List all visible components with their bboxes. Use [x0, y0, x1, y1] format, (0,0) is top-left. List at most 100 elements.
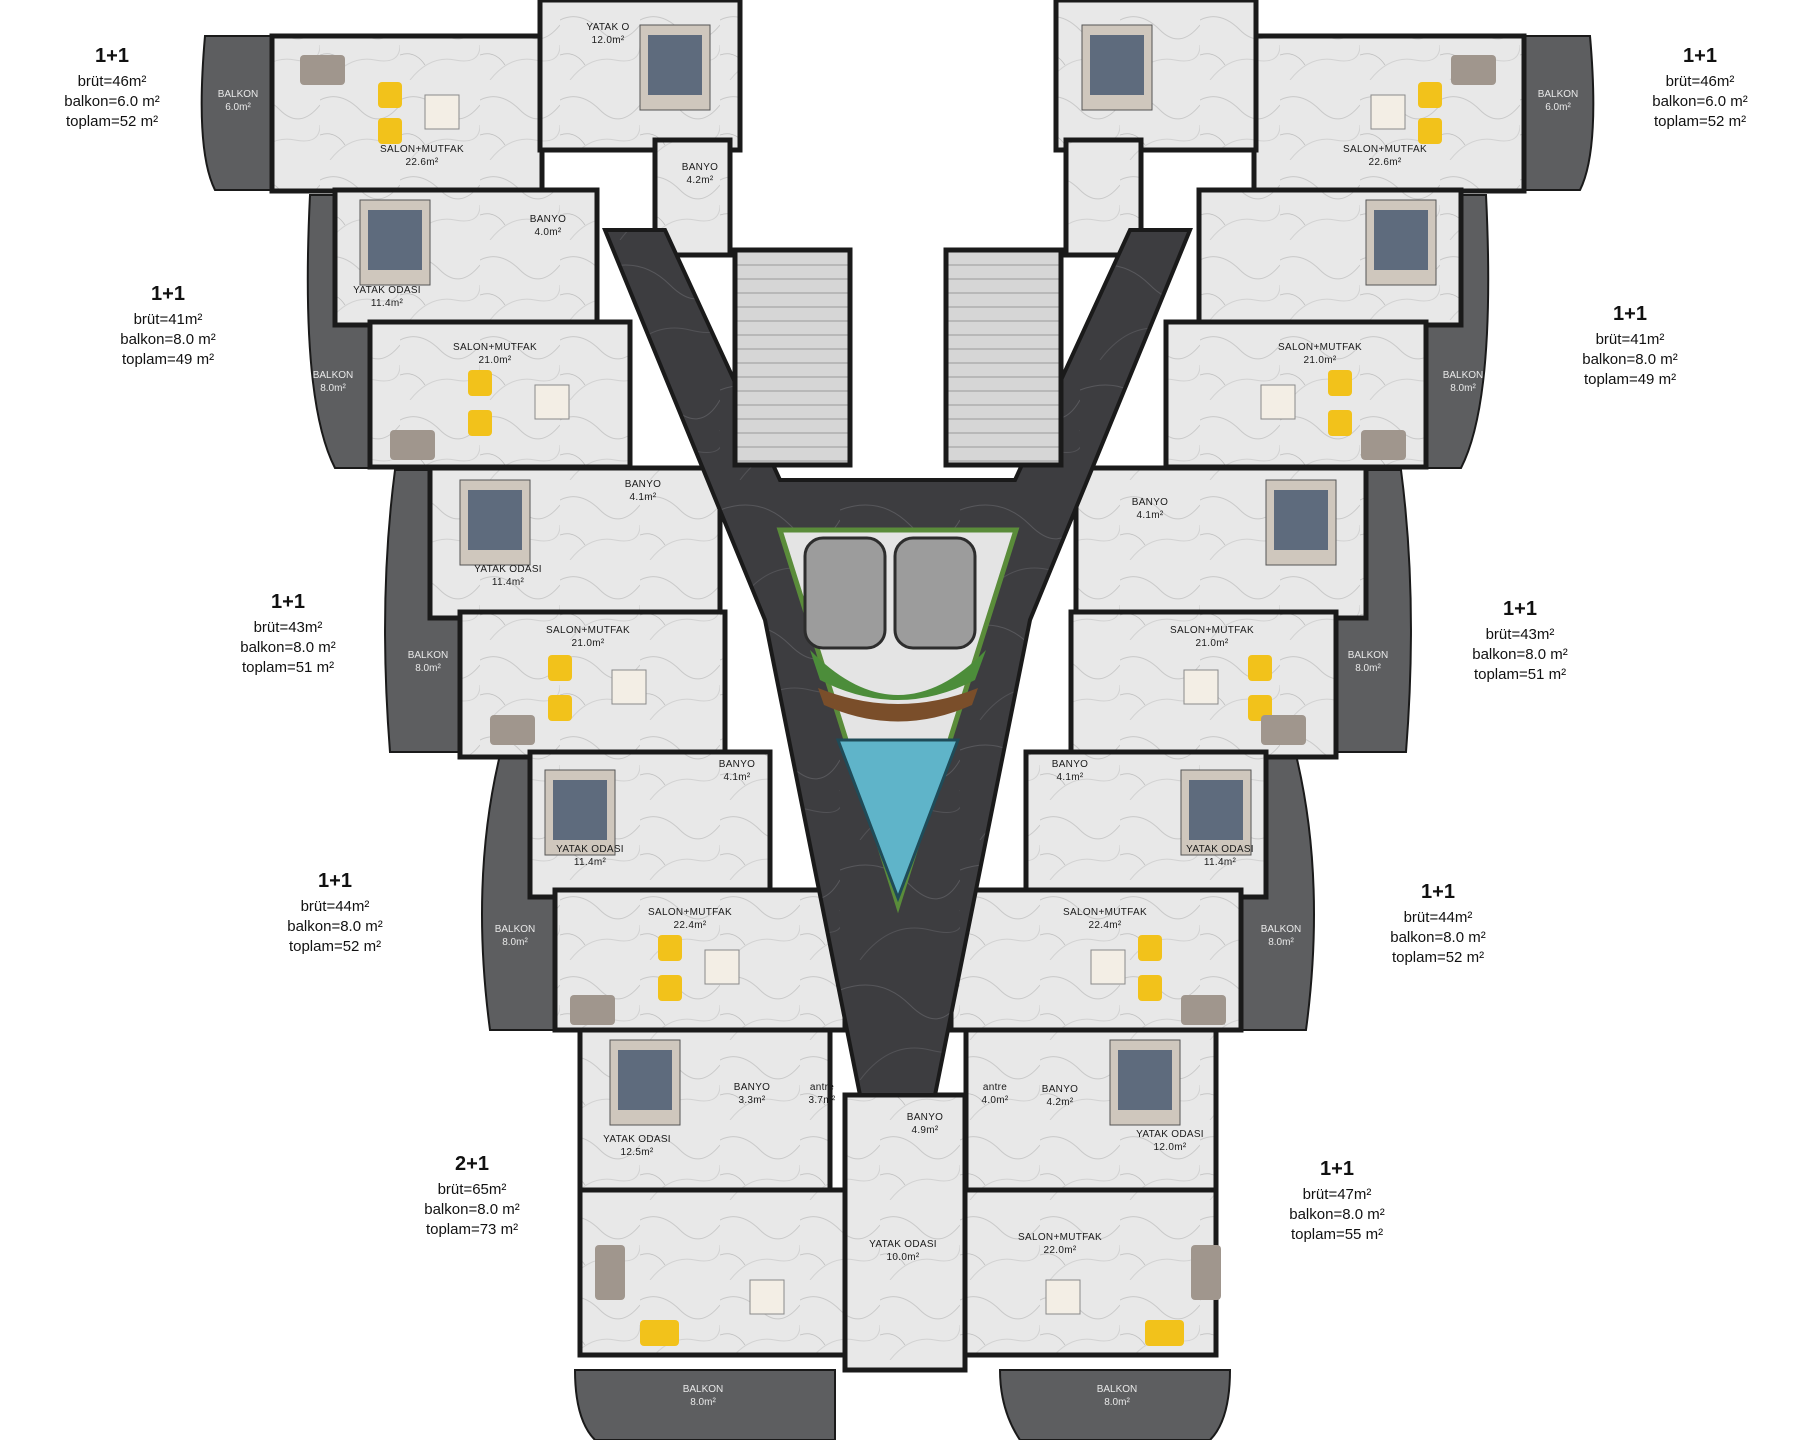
unit-total-area: toplam=51 m² [1474, 666, 1566, 683]
bed-blanket [1189, 780, 1243, 840]
dining-table [1370, 94, 1406, 130]
balcony-area-label: 8.0m² [1355, 663, 1381, 674]
sofa [1191, 1245, 1221, 1300]
balcony-name-label: BALKON [1097, 1384, 1138, 1395]
room-area-label: 3.7m² [808, 1095, 835, 1106]
room-area-label: 4.1m² [1056, 772, 1083, 783]
unit-gross-area: brüt=46m² [78, 73, 147, 90]
room-name-label: SALON+MUTFAK [1018, 1232, 1102, 1243]
room-area-label: 11.4m² [1204, 857, 1237, 868]
balcony [1522, 35, 1595, 191]
room-area-label: 12.0m² [1154, 1142, 1187, 1153]
unit-balcony-area: balkon=6.0 m² [64, 93, 159, 110]
unit-type-label: 1+1 [151, 283, 185, 305]
bed-blanket [553, 780, 607, 840]
unit-total-area: toplam=52 m² [289, 938, 381, 955]
room-name-label: antre [983, 1082, 1007, 1093]
unit-gross-area: brüt=44m² [301, 898, 370, 915]
bed-blanket [368, 210, 422, 270]
unit-gross-area: brüt=43m² [1486, 626, 1555, 643]
armchair [1138, 935, 1162, 961]
dining-table [1045, 1279, 1081, 1315]
unit-gross-area: brüt=46m² [1666, 73, 1735, 90]
room-name-label: BANYO [719, 759, 756, 770]
room-area-label: 3.3m² [738, 1095, 765, 1106]
unit-gross-area: brüt=47m² [1303, 1186, 1372, 1203]
room-name-label: BANYO [530, 214, 567, 225]
dining-table [1090, 949, 1126, 985]
room-area-label: 21.0m² [479, 355, 512, 366]
room-area-label: 21.0m² [1196, 638, 1229, 649]
balcony [998, 1369, 1232, 1440]
room-area-label: 11.4m² [492, 577, 525, 588]
room-area-label: 4.2m² [686, 175, 713, 186]
room-name-label: YATAK ODASI [1136, 1129, 1204, 1140]
unit-total-area: toplam=52 m² [66, 113, 158, 130]
room-name-label: BANYO [625, 479, 662, 490]
dining-table [1260, 384, 1296, 420]
dining-table [424, 94, 460, 130]
unit-type-label: 1+1 [95, 45, 129, 67]
unit-balcony-area: balkon=8.0 m² [1472, 646, 1567, 663]
balcony-name-label: BALKON [1348, 650, 1389, 661]
room-name-label: BANYO [1052, 759, 1089, 770]
room-name-label: SALON+MUTFAK [1063, 907, 1147, 918]
room-area-label: 22.6m² [406, 157, 439, 168]
unit-total-area: toplam=49 m² [1584, 371, 1676, 388]
balcony-area-label: 8.0m² [690, 1397, 716, 1408]
room-name-label: antre [810, 1082, 834, 1093]
room-name-label: YATAK ODASI [556, 844, 624, 855]
dining-table [704, 949, 740, 985]
room-area-label: 4.9m² [911, 1125, 938, 1136]
armchair [378, 118, 402, 144]
balcony-area-label: 6.0m² [225, 102, 251, 113]
bed-blanket [1118, 1050, 1172, 1110]
room-name-label: YATAK O [586, 22, 629, 33]
room-name-label: SALON+MUTFAK [546, 625, 630, 636]
sofa [595, 1245, 625, 1300]
balcony-name-label: BALKON [1443, 370, 1484, 381]
balcony-area-label: 8.0m² [320, 383, 346, 394]
dining-table [1183, 669, 1219, 705]
unit-total-area: toplam=52 m² [1392, 949, 1484, 966]
balcony-area-label: 8.0m² [1450, 383, 1476, 394]
room-area-label: 11.4m² [574, 857, 607, 868]
balcony [573, 1369, 836, 1440]
armchair [658, 935, 682, 961]
pool [835, 738, 961, 903]
sofa [1181, 995, 1226, 1025]
sofa [300, 55, 345, 85]
building-shapes [200, 0, 1595, 1440]
unit-gross-area: brüt=44m² [1404, 909, 1473, 926]
room-name-label: BANYO [1132, 497, 1169, 508]
balcony-name-label: BALKON [218, 89, 259, 100]
room-area-label: 4.0m² [534, 227, 561, 238]
balcony-area-label: 8.0m² [415, 663, 441, 674]
unit-total-area: toplam=73 m² [426, 1221, 518, 1238]
room-area-label: 22.0m² [1044, 1245, 1077, 1256]
sofa [1361, 430, 1406, 460]
room-area-label: 4.0m² [981, 1095, 1008, 1106]
balcony-area-label: 8.0m² [502, 937, 528, 948]
room-area-label: 21.0m² [572, 638, 605, 649]
dining-table [749, 1279, 785, 1315]
unit-gross-area: brüt=65m² [438, 1181, 507, 1198]
room-area-label: 4.1m² [1136, 510, 1163, 521]
room-area-label: 12.0m² [592, 35, 625, 46]
armchair [658, 975, 682, 1001]
room-name-label: BANYO [734, 1082, 771, 1093]
room-name-label: YATAK ODASI [474, 564, 542, 575]
unit-total-area: toplam=52 m² [1654, 113, 1746, 130]
room-name-label: SALON+MUTFAK [1170, 625, 1254, 636]
unit-type-label: 1+1 [318, 870, 352, 892]
room-name-label: YATAK ODASI [353, 285, 421, 296]
room-name-label: BANYO [682, 162, 719, 173]
room-area-label: 4.1m² [629, 492, 656, 503]
room-area-label: 10.0m² [887, 1252, 920, 1263]
unit-total-area: toplam=55 m² [1291, 1226, 1383, 1243]
room-name-label: SALON+MUTFAK [453, 342, 537, 353]
bed-blanket [618, 1050, 672, 1110]
armchair [468, 370, 492, 396]
room-name-label: YATAK ODASI [869, 1239, 937, 1250]
